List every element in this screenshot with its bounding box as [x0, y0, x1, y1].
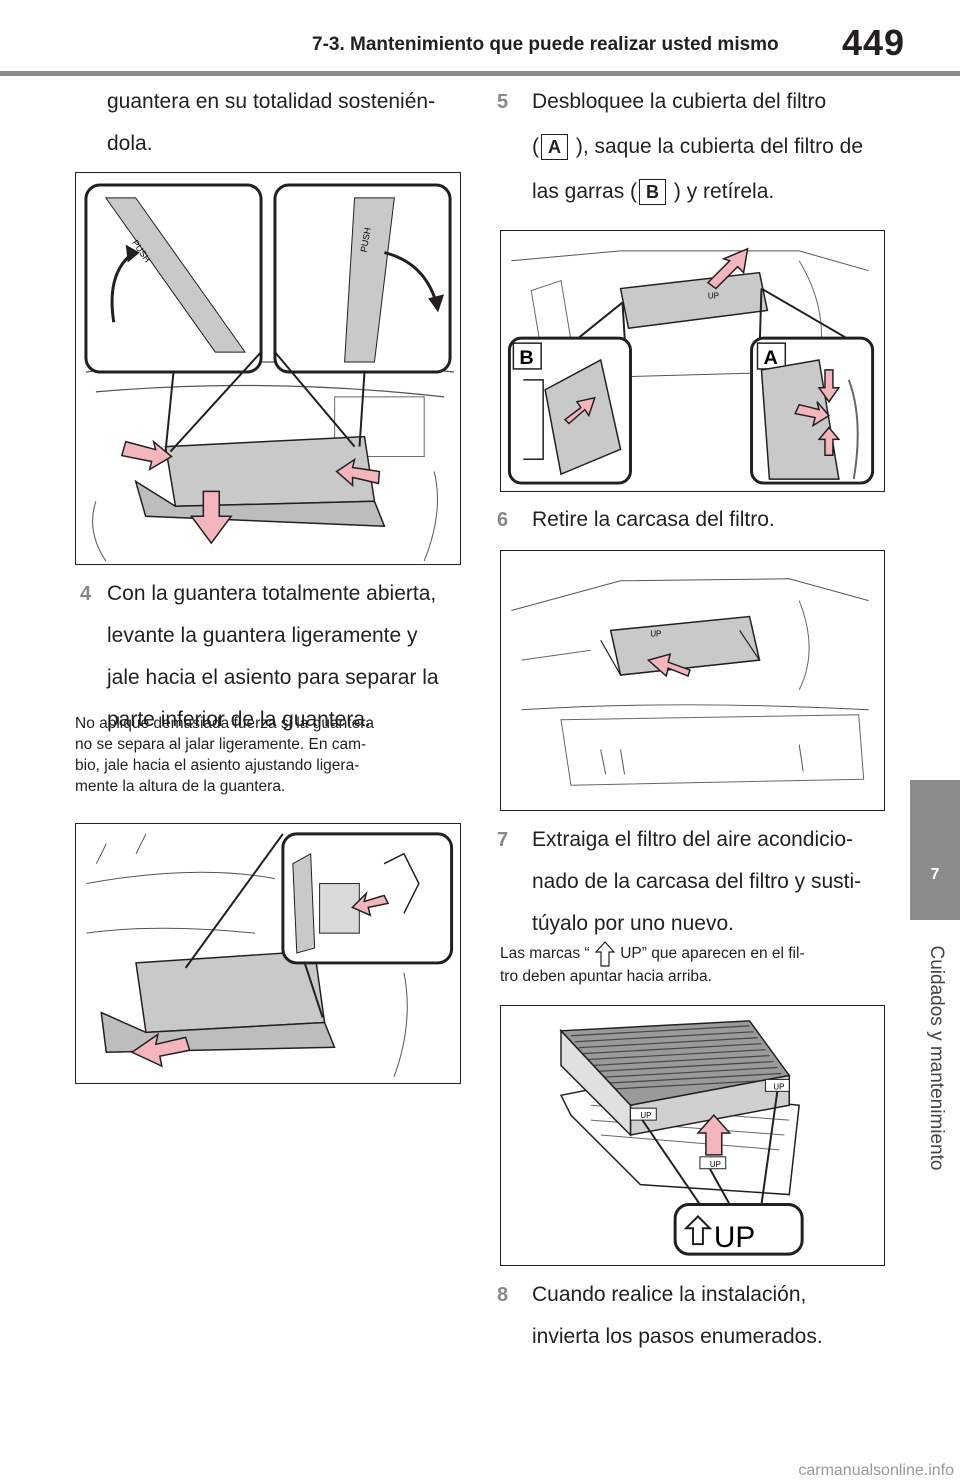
step5-line3: las garras (B ) y retírela.: [532, 170, 774, 213]
step8-line1: Cuando realice la instalación,: [532, 1283, 807, 1306]
step4-line4: parte inferior de la guantera.: [107, 708, 371, 731]
step4-number: 4: [80, 583, 92, 605]
page-number: 449: [842, 22, 906, 63]
header-rule: [0, 71, 960, 76]
label-a-box: A: [541, 134, 568, 160]
label-b-box: B: [639, 179, 667, 205]
continuation-text-line2: dola.: [107, 132, 153, 155]
up-mark-enlarged: UP: [714, 1221, 755, 1254]
figure-filter-up-marks: UP UP UP UP: [500, 1005, 885, 1266]
continuation-text-line1: guantera en su totalidad sostenién-: [107, 90, 436, 113]
step7-line1: Extraiga el filtro del aire acondicio-: [532, 828, 853, 851]
step6-number: 6: [497, 509, 509, 531]
up-arrow-icon: [594, 941, 616, 967]
chapter-title: Cuidados y mantenimiento: [926, 945, 947, 1171]
step5-line1: Desbloquee la cubierta del filtro: [532, 90, 827, 113]
step5-line3-rest: ) y retírela.: [673, 180, 775, 203]
glovebox-release-illustration: PUSH PUSH: [84, 183, 455, 562]
up-mark-cover: UP: [708, 291, 719, 300]
step7-line3: túyalo por uno nuevo.: [532, 912, 734, 935]
figure-filter-cover: UP B A: [500, 230, 885, 492]
figure-glovebox-separation: [75, 823, 461, 1084]
chapter-number: 7: [930, 866, 940, 883]
note4-line1: No aplique demasiada fuerza si la guante…: [75, 715, 374, 732]
note4-line2: no se separa al jalar ligeramente. En ca…: [75, 736, 367, 753]
step4-line1: Con la guantera totalmente abierta,: [107, 582, 437, 605]
step7-number: 7: [497, 829, 509, 851]
filter-up-marks-illustration: UP UP UP UP: [559, 1020, 804, 1256]
step4-line2: levante la guantera ligeramente y: [107, 624, 418, 647]
glovebox-separation-illustration: [86, 832, 454, 1078]
step8-line2: invierta los pasos enumerados.: [532, 1325, 823, 1348]
callout-label-a: A: [763, 347, 777, 369]
up-mark-housing-side: UP: [710, 1160, 721, 1169]
section-title: 7-3. Mantenimiento que puede realizar us…: [312, 34, 779, 55]
step6-text: Retire la carcasa del filtro.: [532, 508, 775, 531]
chapter-tab: [910, 780, 960, 920]
step8-number: 8: [497, 1284, 509, 1306]
note7-part2: UP” que aparecen en el fil-: [620, 945, 805, 963]
step5-number: 5: [497, 91, 509, 113]
up-mark-front: UP: [640, 1111, 651, 1120]
push-label-right: PUSH: [359, 227, 373, 253]
figure-filter-housing: UP: [500, 550, 885, 811]
step5-line3-start: las garras (: [532, 180, 638, 203]
filter-cover-illustration: UP B A: [507, 247, 875, 485]
figure-glovebox-release: PUSH PUSH: [75, 172, 461, 565]
up-mark-side: UP: [773, 1082, 784, 1091]
step5-line2-open: (: [532, 135, 539, 158]
note4-line4: mente la altura de la guantera.: [75, 778, 286, 795]
filter-housing-illustration: UP: [511, 578, 869, 786]
callout-label-b: B: [519, 347, 533, 369]
note7-line1: Las marcas “ UP” que aparecen en el fil-: [500, 940, 805, 968]
step5-line2: (A ), saque la cubierta del filtro de: [532, 125, 863, 168]
note4-line3: bio, jale hacia el asiento ajustando lig…: [75, 757, 360, 774]
step5-line2-rest: ), saque la cubierta del filtro de: [575, 135, 864, 158]
up-mark-housing: UP: [650, 629, 661, 638]
watermark: carmanualsonline.info: [798, 1462, 954, 1479]
note7-line2: tro deben apuntar hacia arriba.: [500, 968, 712, 985]
note7-part1: Las marcas “: [500, 945, 590, 963]
step7-line2: nado de la carcasa del filtro y susti-: [532, 870, 862, 893]
step4-line3: jale hacia el asiento para separar la: [107, 666, 439, 689]
